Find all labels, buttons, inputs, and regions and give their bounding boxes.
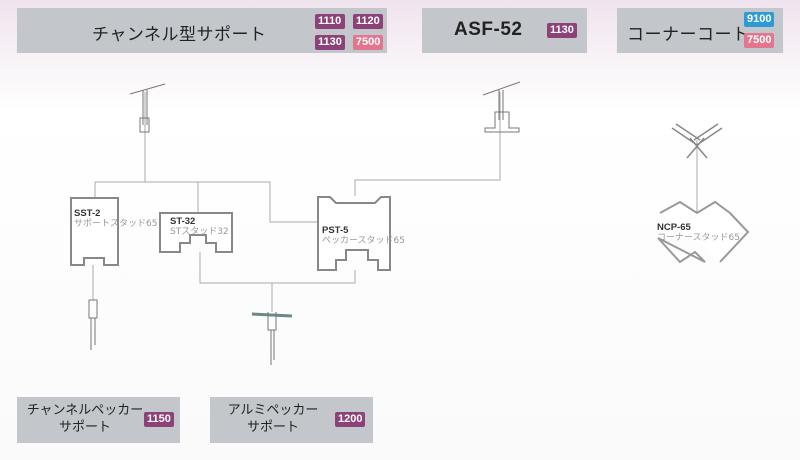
code-badge: 9100 [744,12,775,27]
asf52-icon [482,81,521,133]
stud-code: PST-5 [322,225,349,236]
code-badge: 1200 [335,412,366,427]
st32-label: ST-32 STスタッド32 [170,216,229,238]
stud-code: SST-2 [74,208,101,219]
pst5-stud-shape [317,196,391,271]
channel-pekka-support-icon [88,299,98,350]
code-badge: 7500 [744,33,775,48]
stud-name: STスタッド32 [170,227,229,237]
footer-title-line1: アルミペッカー [227,403,319,418]
stud-name: ペッカースタッド65 [322,236,406,246]
stud-code: NCP-65 [657,222,691,233]
corner-coat-icon [671,123,723,159]
code-badge: 1150 [144,412,174,427]
channel-support-header: チャンネル型サポート 1110 1120 1130 7500 [17,8,387,53]
ncp65-label: NCP-65 コーナースタッド65 [657,222,740,244]
code-badge: 1130 [547,23,577,38]
footer-title-line2: サポート [246,420,299,435]
pst5-label: PST-5 ペッカースタッド65 [322,225,405,247]
asf52-title: ASF-52 [454,19,523,40]
code-badge: 1110 [315,14,345,29]
channel-pekka-support-box: チャンネルペッカー サポート 1150 [17,397,180,443]
code-badge: 1130 [315,35,345,50]
footer-title-line1: チャンネルペッカー [26,403,144,418]
stud-code: ST-32 [170,216,196,227]
stud-name: サポートスタッド65 [74,219,158,229]
sst2-stud-shape [70,197,119,266]
ncp65-stud-shape [657,200,750,264]
channel-support-title: チャンネル型サポート [92,25,267,45]
footer-title-line2: サポート [58,420,111,435]
aluminum-pekka-support-icon [251,312,293,365]
asf52-header: ASF-52 1130 [422,8,587,53]
corner-coat-header: コーナーコート 9100 7500 [617,8,783,53]
connector-lines [92,92,698,312]
st32-stud-shape [159,212,233,253]
code-badge: 1120 [352,14,384,29]
stud-name: コーナースタッド65 [657,233,741,243]
sst2-label: SST-2 サポートスタッド65 [74,208,157,230]
code-badge: 7500 [352,35,384,50]
corner-coat-title: コーナーコート [627,25,750,45]
channel-support-icon [129,83,166,133]
aluminum-pekka-support-box: アルミペッカー サポート 1200 [210,397,373,443]
